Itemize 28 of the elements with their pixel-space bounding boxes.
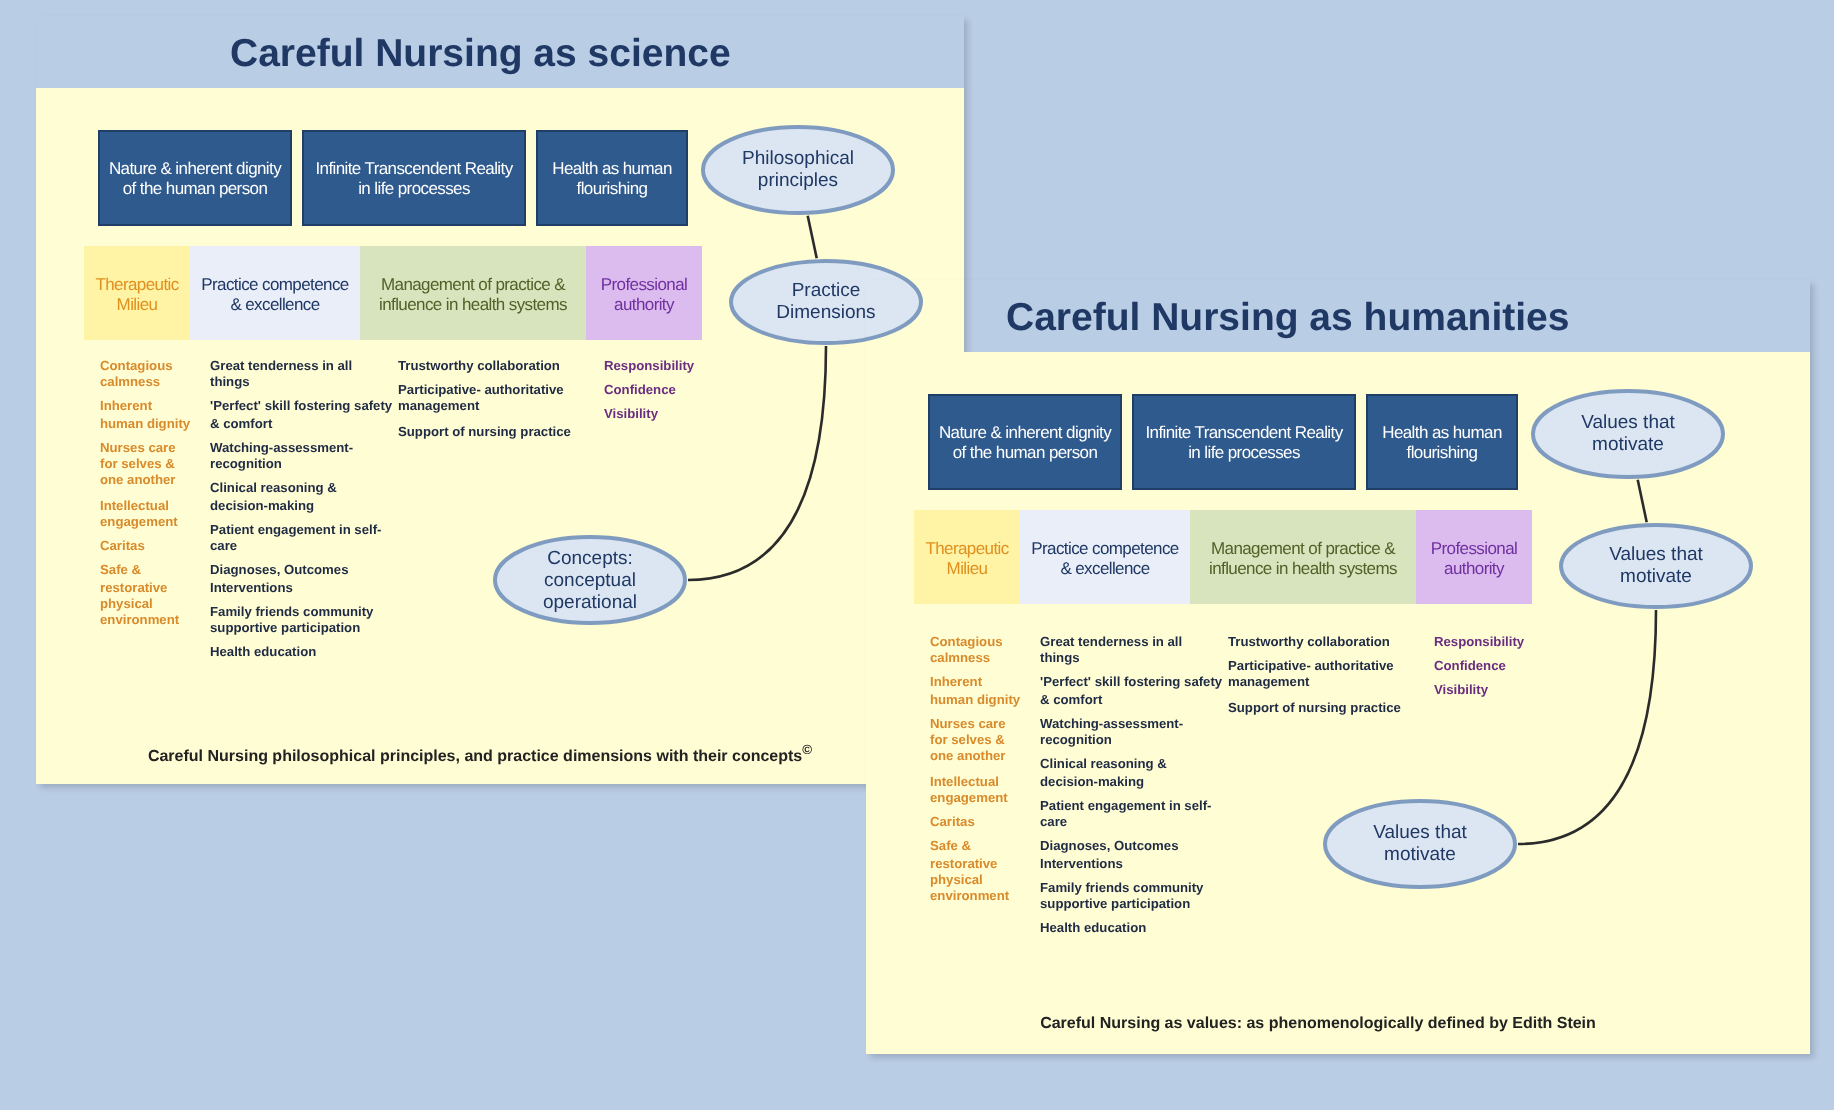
slide-caption: Careful Nursing as values: as phenomenologically defined by Edith Stein — [1038, 1014, 1598, 1032]
oval-node: Values that motivate — [1558, 522, 1754, 610]
connector-line — [1636, 479, 1648, 523]
dimension-box: Management of practice & influence in health systems — [1190, 510, 1416, 604]
dimension-box: Practice competence & excellence — [1020, 510, 1190, 604]
dimension-box: Management of practice & influence in health systems — [360, 246, 586, 340]
slide-caption: Careful Nursing philosophical principles, and practice dimensions with their concepts$^{©}$ — [145, 744, 815, 766]
principle-box: Health as human flourishing — [536, 130, 688, 226]
slide-title: Careful Nursing as science — [230, 32, 731, 78]
connector-line — [687, 345, 828, 582]
oval-node: Practice Dimensions — [728, 258, 924, 346]
connector-line — [806, 215, 818, 259]
dimension-box: Professional authority — [1416, 510, 1532, 604]
slide-title: Careful Nursing as humanities — [1006, 296, 1570, 342]
dimension-box: Therapeutic Milieu — [914, 510, 1020, 604]
oval-node: Values that motivate — [1322, 798, 1518, 890]
dimension-box: Therapeutic Milieu — [84, 246, 190, 340]
oval-node: Philosophical principles — [700, 124, 896, 216]
dimension-box: Practice competence & excellence — [190, 246, 360, 340]
oval-node: Values that motivate — [1530, 388, 1726, 480]
principle-box: Health as human flourishing — [1366, 394, 1518, 490]
connector-line — [1517, 609, 1658, 846]
principle-box: Nature & inherent dignity of the human person — [98, 130, 292, 226]
dimension-box: Professional authority — [586, 246, 702, 340]
oval-node: Concepts: conceptual operational — [492, 534, 688, 626]
principle-box: Nature & inherent dignity of the human person — [928, 394, 1122, 490]
principle-box: Infinite Transcendent Reality in life processes — [1132, 394, 1356, 490]
principle-box: Infinite Transcendent Reality in life processes — [302, 130, 526, 226]
